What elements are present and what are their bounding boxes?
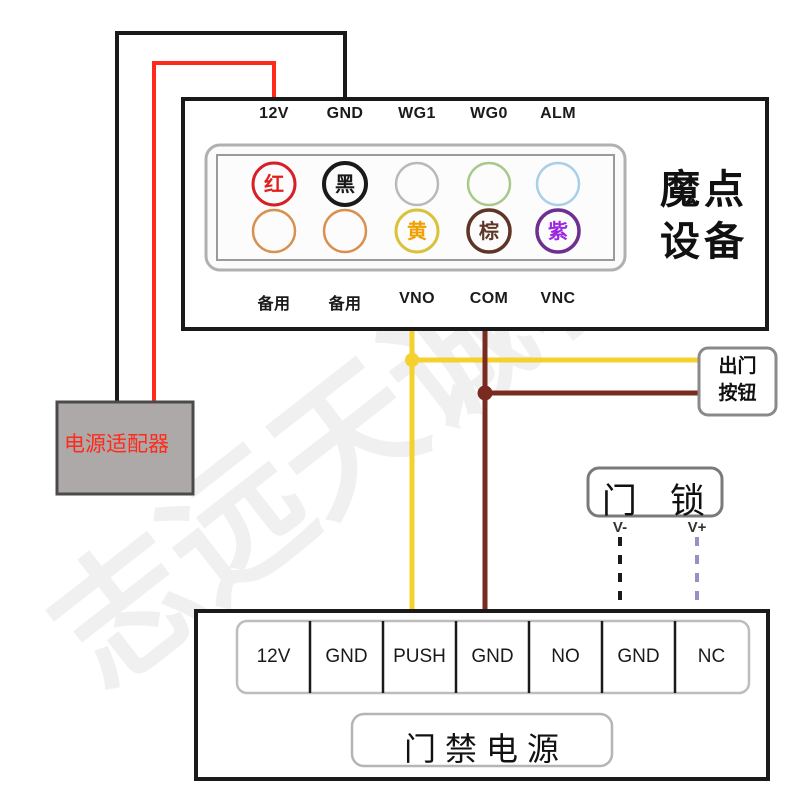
access-power-terminal-strip (235, 619, 751, 695)
exit-button-label-line-1: 出门 (718, 355, 757, 377)
exit-button-box[interactable] (697, 346, 778, 417)
wire-circle-purple (535, 208, 581, 254)
wire-circle-label-black: 黑 (335, 172, 355, 196)
device-bottom-terminal-vno: VNO (399, 290, 435, 307)
wire-circle-brown (466, 208, 512, 254)
power-adapter-box (55, 400, 195, 496)
power-adapter-label: 电源适配器 (64, 432, 169, 456)
wire-circle-blue (535, 161, 581, 207)
access-power-terminal-gnd-1: GND (325, 646, 368, 667)
device-panel-inner-frame (216, 154, 615, 261)
device-top-terminal-wg0: WG0 (470, 105, 508, 122)
device-bottom-terminal-vnc: VNC (540, 290, 576, 307)
wire-circle-red (251, 161, 297, 207)
device-top-terminal-alm: ALM (540, 105, 576, 122)
exit-button-label-line-2: 按钮 (718, 382, 757, 404)
access-power-terminal-12v: 12V (256, 646, 291, 667)
access-power-terminal-no: NO (551, 646, 580, 667)
access-power-terminal-gnd-2: GND (471, 646, 514, 667)
device-top-terminal-gnd: GND (326, 105, 364, 122)
wire-circle-orange-2 (322, 208, 368, 254)
wire-circle-label-purple: 紫 (548, 219, 568, 243)
wire-circle-label-red: 红 (264, 172, 284, 196)
access-power-title-plate (350, 712, 614, 768)
device-bottom-terminal-com: COM (469, 290, 509, 307)
device-bottom-terminal-spare-2: 备用 (328, 296, 362, 313)
wire-circle-green (466, 161, 512, 207)
yellow-junction-dot (405, 353, 419, 367)
door-lock-box[interactable] (586, 466, 724, 518)
wire-circle-label-yellow: 黄 (407, 219, 427, 243)
gnd-black-wire (115, 31, 347, 402)
access-power-terminal-push: PUSH (393, 646, 446, 667)
door-lock-label: 门 锁 (601, 482, 717, 522)
wire-circle-label-brown: 棕 (479, 219, 499, 243)
wire-circle-black (322, 161, 368, 207)
device-top-terminal-12v: 12V (259, 105, 289, 122)
access-power-terminal-nc: NC (697, 646, 726, 667)
device-brand-line-2: 设备 (660, 219, 748, 265)
wire-circle-orange-1 (251, 208, 297, 254)
door-lock-terminal-v-plus: V+ (687, 519, 707, 536)
access-power-terminal-gnd-3: GND (617, 646, 660, 667)
device-top-terminal-wg1: WG1 (398, 105, 436, 122)
device-bottom-terminal-spare-1: 备用 (257, 296, 291, 313)
wire-circle-yellow (394, 208, 440, 254)
door-lock-terminal-v-minus: V- (612, 519, 628, 536)
access-power-title: 门禁电源 (403, 730, 568, 768)
brown-junction-dot (477, 385, 493, 401)
wire-circle-white (394, 161, 440, 207)
12v-red-wire (152, 61, 276, 402)
device-brand-line-1: 魔点 (660, 167, 748, 213)
